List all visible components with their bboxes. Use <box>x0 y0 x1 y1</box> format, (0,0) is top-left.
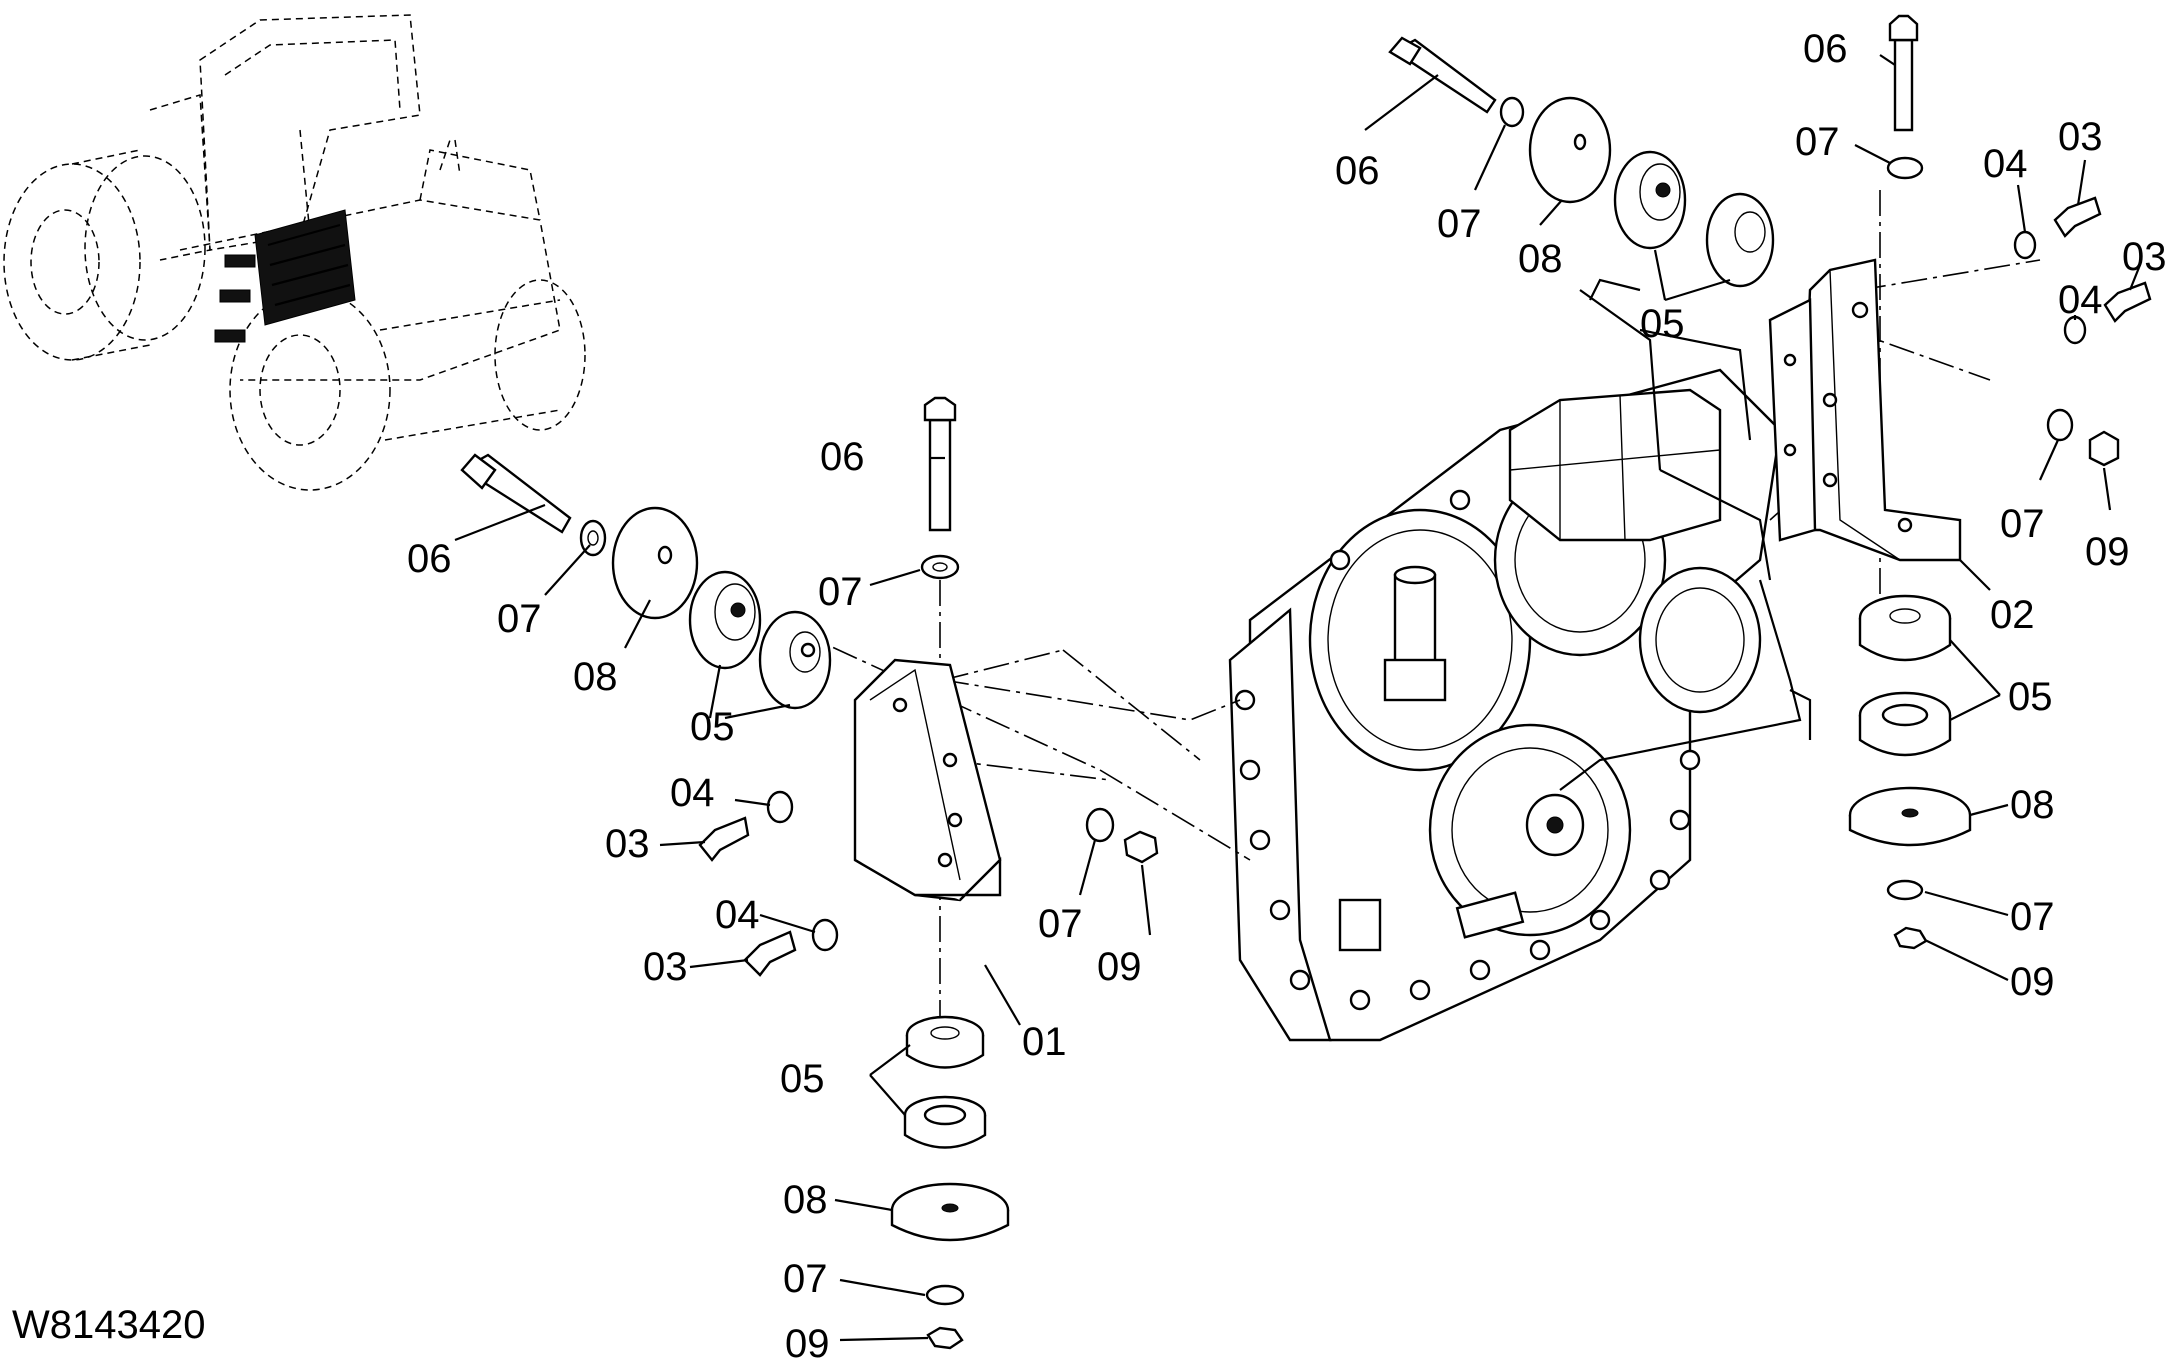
callout-03: 03 <box>2058 115 2103 159</box>
callout-01: 01 <box>1022 1020 1067 1064</box>
callout-07: 07 <box>1795 120 1840 164</box>
callout-03: 03 <box>2122 235 2167 279</box>
flange-bolts <box>1234 489 1701 1011</box>
callout-06: 06 <box>1803 27 1848 71</box>
callout-09: 09 <box>2085 530 2130 574</box>
callout-07: 07 <box>818 570 863 614</box>
callout-04: 04 <box>715 893 760 937</box>
hardware-right-lower <box>1848 594 1972 950</box>
transmission-assembly <box>1228 278 1812 1042</box>
hardware-left-lower <box>890 1015 1010 1350</box>
callout-07: 07 <box>1437 202 1482 246</box>
callout-04: 04 <box>1983 142 2028 186</box>
callout-05: 05 <box>1640 302 1685 346</box>
callout-labels: 06 07 08 05 04 03 04 03 06 07 07 09 01 0… <box>407 27 2167 1364</box>
callout-05: 05 <box>780 1057 825 1101</box>
callout-05: 05 <box>690 705 735 749</box>
callout-02: 02 <box>1990 593 2035 637</box>
callout-03: 03 <box>643 945 688 989</box>
hardware-right-upper <box>1388 14 2152 467</box>
callout-04: 04 <box>2058 278 2103 322</box>
hardware-left-upper <box>460 396 1159 977</box>
left-mount-bracket <box>853 658 1002 902</box>
callout-06: 06 <box>820 435 865 479</box>
callout-04: 04 <box>670 771 715 815</box>
callout-09: 09 <box>1097 945 1142 989</box>
callout-07: 07 <box>1038 902 1083 946</box>
callout-05: 05 <box>2008 675 2053 719</box>
callout-08: 08 <box>2010 783 2055 827</box>
callout-08: 08 <box>783 1178 828 1222</box>
callout-07: 07 <box>783 1257 828 1301</box>
callout-09: 09 <box>2010 960 2055 1004</box>
right-mount-bracket <box>1768 258 1962 562</box>
callout-06: 06 <box>1335 149 1380 193</box>
drawing-code: W8143420 <box>12 1303 205 1347</box>
leader-lines <box>454 54 2142 1342</box>
callout-08: 08 <box>1518 237 1563 281</box>
machine-locator-thumbnail <box>3 14 586 491</box>
callout-07: 07 <box>2010 895 2055 939</box>
callout-07: 07 <box>497 597 542 641</box>
callout-07: 07 <box>2000 502 2045 546</box>
callout-06: 06 <box>407 537 452 581</box>
callout-09: 09 <box>785 1322 830 1364</box>
callout-03: 03 <box>605 822 650 866</box>
callout-08: 08 <box>573 655 618 699</box>
